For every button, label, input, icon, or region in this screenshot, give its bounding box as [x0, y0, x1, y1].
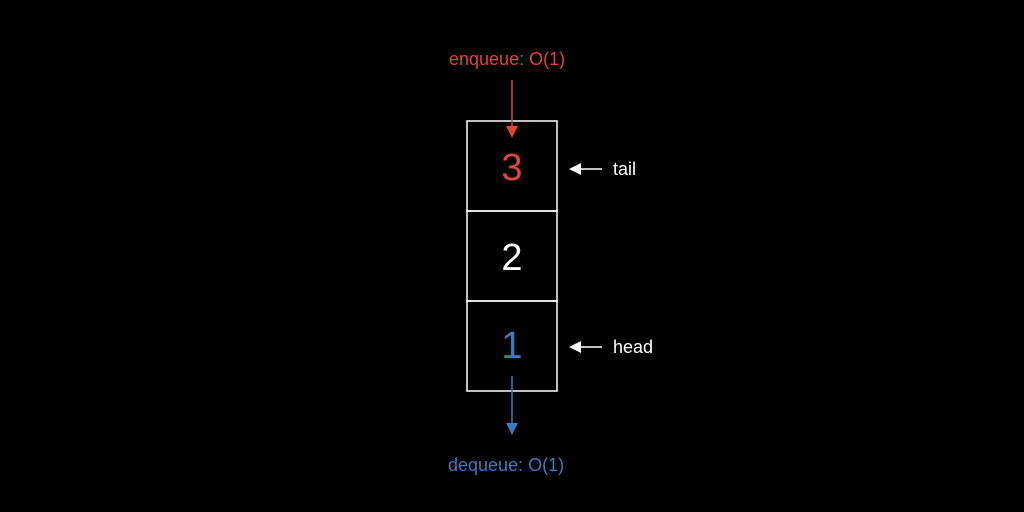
- tail-label: tail: [613, 159, 637, 179]
- dequeue-label: dequeue: O(1): [448, 455, 565, 475]
- queue-cell-value-tail: 3: [501, 147, 523, 189]
- head-label: head: [613, 337, 654, 357]
- enqueue-label: enqueue: O(1): [449, 49, 566, 69]
- queue-cell-value-head: 1: [501, 325, 523, 367]
- queue-cell-value-middle: 2: [501, 237, 523, 279]
